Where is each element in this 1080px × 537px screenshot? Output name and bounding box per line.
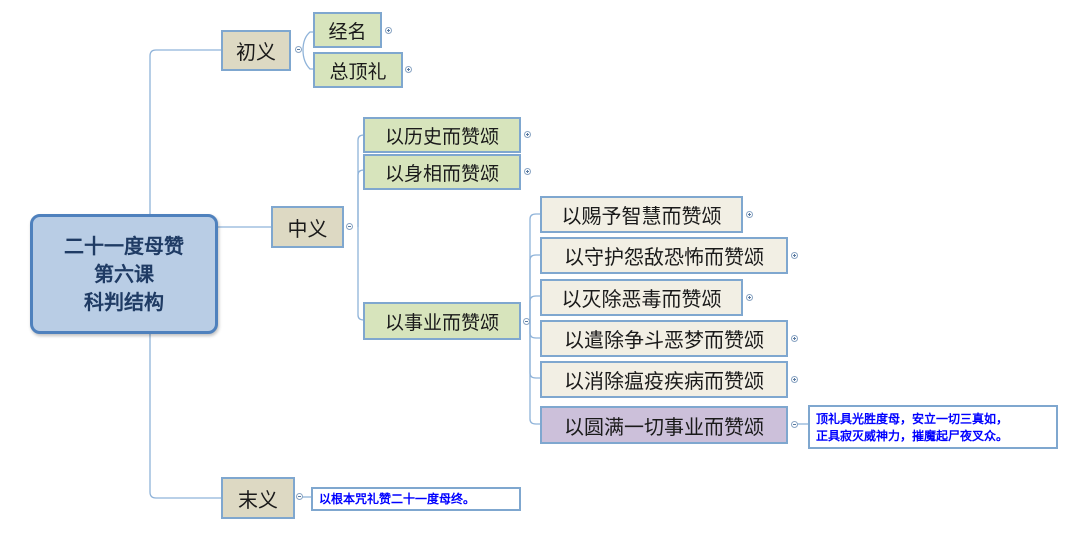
root-line-3: 科判结构: [84, 290, 164, 314]
expand-toggle-jing-ming[interactable]: [385, 27, 392, 34]
note-verse-line-1: 顶礼具光胜度母，安立一切三真如，: [816, 412, 1009, 426]
topic-mie-chu-e-du[interactable]: 以灭除恶毒而赞颂: [540, 279, 743, 316]
collapse-toggle-chu[interactable]: [295, 46, 302, 53]
expand-toggle-xiao-chu[interactable]: [791, 376, 798, 383]
root-line-2: 第六课: [94, 262, 154, 286]
collapse-toggle-yuan-man[interactable]: [791, 421, 798, 428]
expand-toggle-zong-ding-li[interactable]: [405, 66, 412, 73]
expand-toggle-qian-chu[interactable]: [791, 335, 798, 342]
topic-li-shi[interactable]: 以历史而赞颂: [363, 117, 521, 153]
root-line-1: 二十一度母赞: [64, 234, 184, 258]
note-verse-line-2: 正具寂灭威神力，摧魔起尸夜叉众。: [816, 429, 1009, 443]
topic-shi-ye[interactable]: 以事业而赞颂: [363, 302, 521, 340]
expand-toggle-shou-hu[interactable]: [791, 252, 798, 259]
expand-toggle-ci-yu[interactable]: [746, 211, 753, 218]
topic-ci-yu-zhi-hui[interactable]: 以赐予智慧而赞颂: [540, 196, 743, 233]
topic-shen-xiang[interactable]: 以身相而赞颂: [363, 154, 521, 190]
note-yuan-man-verse: 顶礼具光胜度母，安立一切三真如， 正具寂灭威神力，摧魔起尸夜叉众。: [808, 405, 1058, 449]
root-topic[interactable]: 二十一度母赞 第六课 科判结构: [30, 214, 218, 334]
topic-zong-ding-li[interactable]: 总顶礼: [313, 52, 403, 88]
topic-yuan-man[interactable]: 以圆满一切事业而赞颂: [540, 406, 788, 444]
collapse-toggle-zhong[interactable]: [346, 223, 353, 230]
expand-toggle-li-shi[interactable]: [524, 131, 531, 138]
topic-zhong-yi[interactable]: 中义: [271, 206, 344, 248]
topic-mo-yi[interactable]: 末义: [221, 477, 295, 519]
topic-shou-hu[interactable]: 以守护怨敌恐怖而赞颂: [540, 237, 788, 274]
topic-qian-chu-zheng-dou[interactable]: 以遣除争斗恶梦而赞颂: [540, 320, 788, 357]
topic-chu-yi[interactable]: 初义: [221, 30, 291, 71]
collapse-toggle-shi-ye[interactable]: [523, 318, 530, 325]
note-mo-yi-text: 以根本咒礼赞二十一度母终。: [319, 492, 476, 506]
topic-xiao-chu-wen-yi[interactable]: 以消除瘟疫疾病而赞颂: [540, 361, 788, 398]
collapse-toggle-mo[interactable]: [296, 493, 303, 500]
note-mo-yi: 以根本咒礼赞二十一度母终。: [311, 487, 521, 511]
topic-jing-ming[interactable]: 经名: [313, 12, 382, 48]
expand-toggle-mie-chu[interactable]: [746, 294, 753, 301]
expand-toggle-shen-xiang[interactable]: [524, 168, 531, 175]
